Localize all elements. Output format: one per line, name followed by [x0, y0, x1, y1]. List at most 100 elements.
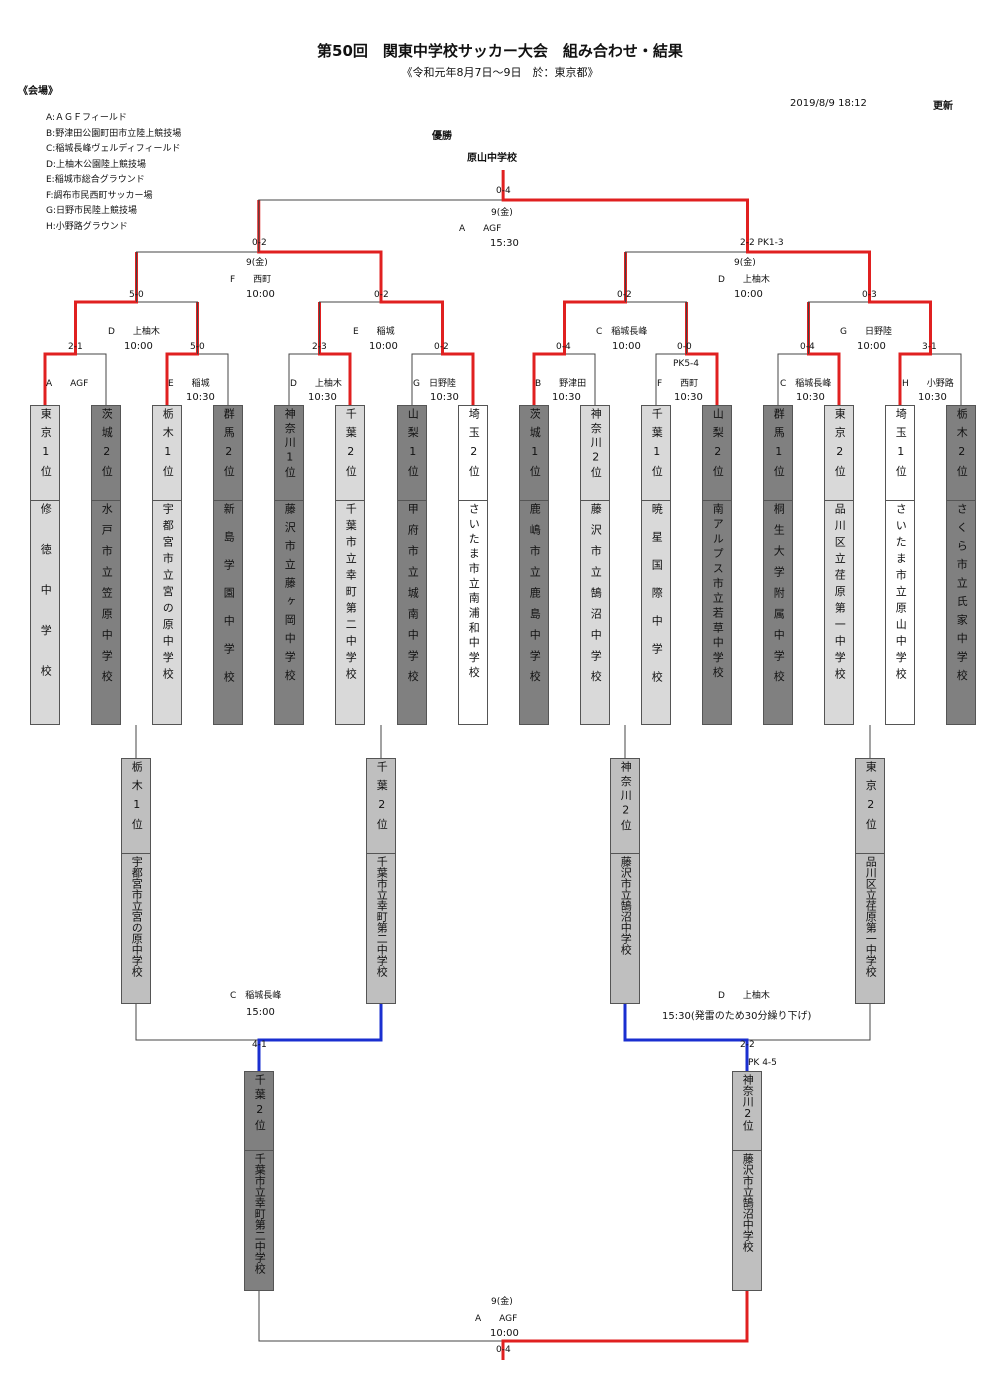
r1-score: 0-4 — [800, 342, 815, 352]
team-seed: 千葉1位 — [650, 408, 664, 484]
team-seed: 茨城2位 — [100, 408, 114, 484]
qf2-time: 10:00 — [369, 341, 398, 352]
team-box: 山梨2位南アルプス市立若草中学校 — [702, 405, 732, 725]
venues-heading: 《会場》 — [18, 86, 58, 97]
team-box: 神奈川2位藤沢市立鵠沼中学校 — [610, 758, 640, 1004]
team-name: 桐生大学附属中学校 — [772, 503, 786, 692]
venue-item: C:稲城長峰ヴェルディフィールド — [46, 144, 181, 154]
final-score: 0-4 — [496, 186, 511, 196]
team-seed: 栃木1位 — [161, 408, 175, 484]
r1-pk: PK5-4 — [673, 359, 700, 369]
team-box: 群馬2位新島学園中学校 — [213, 405, 243, 725]
team-box: 茨城1位鹿嶋市立鹿島中学校 — [519, 405, 549, 725]
winner-line — [318, 302, 352, 405]
consolation-winner-line — [623, 1004, 749, 1071]
team-name: 水戸市立笠原中学校 — [100, 503, 114, 692]
team-divider — [764, 500, 792, 501]
cons1-score: 4-1 — [252, 1040, 267, 1050]
winner-line — [898, 302, 932, 405]
team-box: 千葉1位暁星国際中学校 — [641, 405, 671, 725]
qf4-venue: G 日野陸 — [840, 327, 892, 337]
r1-score: 2-1 — [68, 342, 83, 352]
team-name: 南アルプス市立若草中学校 — [711, 503, 725, 681]
team-name: さいたま市立原山中学校 — [894, 503, 908, 685]
qf4-time: 10:00 — [857, 341, 886, 352]
winner-line — [441, 302, 475, 405]
team-name: 千葉市立幸町第二中学校 — [375, 856, 389, 977]
sf1-score: 0-2 — [252, 238, 267, 248]
team-divider — [336, 500, 364, 501]
team-box: 山梨1位甲府市立城南中学校 — [397, 405, 427, 725]
team-name: 藤沢市立鵠沼中学校 — [589, 503, 603, 692]
third-time: 10:00 — [490, 1328, 519, 1339]
team-name: 暁星国際中学校 — [650, 503, 664, 699]
team-box: 東京2位品川区立荏原第一中学校 — [824, 405, 854, 725]
qf4-score: 0-3 — [862, 290, 877, 300]
team-box: 埼玉2位さいたま市立南浦和中学校 — [458, 405, 488, 725]
venue-list: A:ＡＧＦフィールド B:野津田公園町田市立陸上競技場 C:稲城長峰ヴェルディフ… — [46, 110, 181, 234]
cons2-score: 2-2 — [740, 1040, 755, 1050]
team-divider — [703, 500, 731, 501]
winner-line — [501, 1291, 749, 1360]
team-seed: 神奈川2位 — [589, 408, 603, 481]
r1-venue: A AGF — [46, 379, 89, 389]
team-name: 品川区立荏原第一中学校 — [833, 503, 847, 685]
team-divider — [214, 500, 242, 501]
team-seed: 東京2位 — [833, 408, 847, 484]
winner-line — [685, 302, 719, 405]
winner-line — [165, 302, 199, 405]
r1-venue: H 小野路 — [902, 379, 954, 389]
team-name: さくら市立氏家中学校 — [955, 503, 969, 688]
team-seed: 埼玉2位 — [467, 408, 481, 484]
sf2-date: 9(金) — [734, 258, 756, 268]
team-divider — [31, 500, 59, 501]
team-divider — [642, 500, 670, 501]
r1-venue: E 稲城 — [168, 379, 210, 389]
team-seed: 栃木1位 — [130, 761, 144, 837]
team-box: 千葉2位千葉市立幸町第二中学校 — [244, 1071, 274, 1291]
venue-item: H:小野路グラウンド — [46, 221, 128, 232]
winner-line — [501, 170, 749, 252]
venue-item: D:上柚木公園陸上競技場 — [46, 159, 146, 170]
team-divider — [947, 500, 975, 501]
page-title: 第50回 関東中学校サッカー大会 組み合わせ・結果 — [317, 42, 683, 60]
sf2-time: 10:00 — [734, 289, 763, 300]
team-seed: 茨城1位 — [528, 408, 542, 484]
team-box: 神奈川2位藤沢市立鵠沼中学校 — [732, 1071, 762, 1291]
team-name: 品川区立荏原第一中学校 — [864, 856, 878, 977]
updated-label: 更新 — [933, 101, 953, 112]
team-name: 甲府市立城南中学校 — [406, 503, 420, 692]
team-box: 神奈川2位藤沢市立鵠沼中学校 — [580, 405, 610, 725]
qf3-venue: C 稲城長峰 — [596, 327, 648, 337]
winner-line — [868, 252, 932, 354]
team-divider — [245, 1150, 273, 1151]
winner-line — [563, 252, 627, 354]
team-divider — [825, 500, 853, 501]
r1-time: 10:30 — [918, 392, 947, 403]
r1-time: 10:30 — [796, 392, 825, 403]
team-divider — [153, 500, 181, 501]
r1-time: 10:30 — [674, 392, 703, 403]
r1-time: 10:30 — [186, 392, 215, 403]
venue-item: B:野津田公園町田市立陸上競技場 — [46, 128, 182, 139]
r1-time: 10:30 — [552, 392, 581, 403]
third-score: 0-4 — [496, 1345, 511, 1355]
cons1-venue: C 稲城長峰 — [230, 991, 282, 1001]
team-name: 宇都宮市立宮の原中学校 — [161, 503, 175, 685]
r1-score: 0-0 — [677, 342, 692, 352]
team-name: 藤沢市立鵠沼中学校 — [741, 1153, 755, 1252]
team-box: 栃木2位さくら市立氏家中学校 — [946, 405, 976, 725]
third-venue: A AGF — [475, 1314, 518, 1324]
team-name: 宇都宮市立宮の原中学校 — [130, 856, 144, 977]
cons2-pk: PK 4-5 — [748, 1058, 777, 1068]
team-box: 千葉2位千葉市立幸町第二中学校 — [335, 405, 365, 725]
team-box: 神奈川1位藤沢市立藤ヶ岡中学校 — [274, 405, 304, 725]
sf2-score: 2-2 PK1-3 — [740, 238, 784, 248]
venue-item: G:日野市民陸上競技場 — [46, 206, 138, 216]
team-name: 藤沢市立藤ヶ岡中学校 — [283, 503, 297, 688]
team-divider — [733, 1150, 761, 1151]
qf2-score: 0-2 — [374, 290, 389, 300]
r1-venue: G 日野陸 — [413, 379, 456, 389]
consolation-winner-line — [257, 1004, 383, 1071]
team-seed: 群馬1位 — [772, 408, 786, 484]
